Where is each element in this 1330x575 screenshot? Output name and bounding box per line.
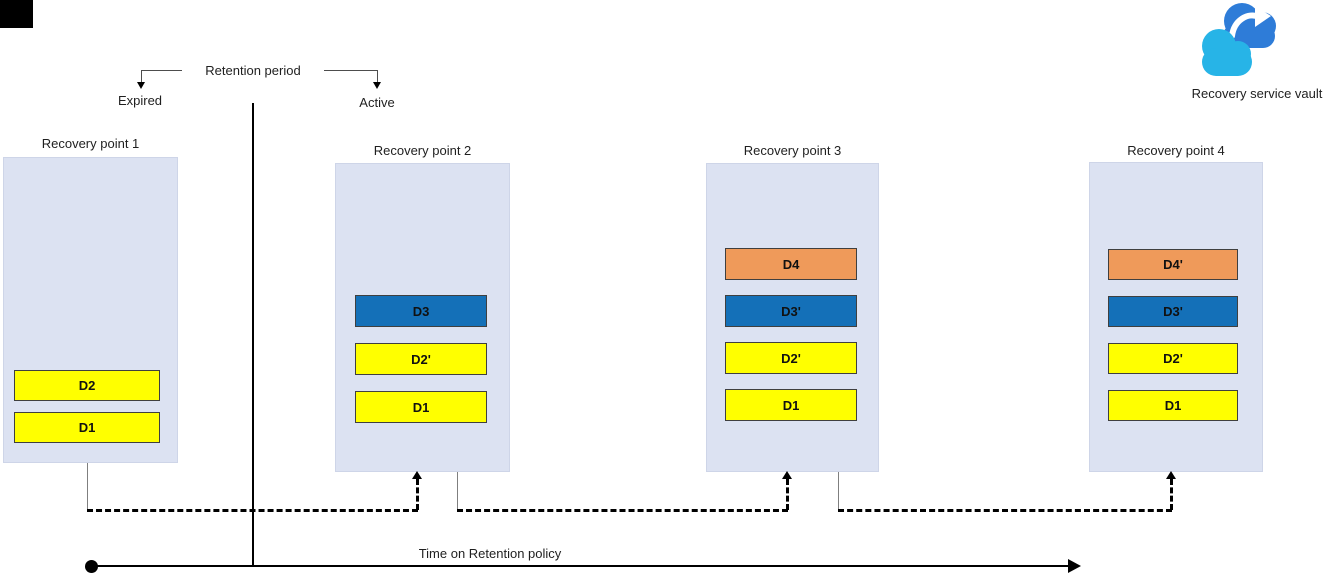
arrow-up-icon <box>782 471 792 479</box>
connector-rp2-to-rp3 <box>457 509 788 512</box>
recovery-point-1-label: Recovery point 1 <box>41 136 140 151</box>
recovery-point-3-bars: D4 D3' D2' D1 <box>725 248 857 421</box>
connector-arrow-line-rp3 <box>786 479 789 510</box>
timeline-label: Time on Retention policy <box>418 546 562 561</box>
rp1-bar-d2: D2 <box>14 370 160 401</box>
connector-rp1-to-rp2 <box>87 509 418 512</box>
arrow-right-icon <box>1068 559 1081 573</box>
arrow-up-icon <box>412 471 422 479</box>
connector-drop-line-rp2 <box>457 472 458 510</box>
recovery-point-1-box: D2 D1 <box>3 157 178 463</box>
rp3-bar-d2-prime: D2' <box>725 342 857 374</box>
connector-rp3-to-rp4 <box>838 509 1172 512</box>
recovery-point-3-label: Recovery point 3 <box>743 143 842 158</box>
expired-label: Expired <box>117 93 163 108</box>
rp2-bar-d2-prime: D2' <box>355 343 487 375</box>
rp1-bar-d1: D1 <box>14 412 160 443</box>
rp4-bar-d3-prime: D3' <box>1108 296 1238 327</box>
bracket-right-line <box>377 70 378 83</box>
arrow-up-icon <box>1166 471 1176 479</box>
timeline-origin-dot <box>85 560 98 573</box>
recovery-point-4-box: D4' D3' D2' D1 <box>1089 162 1263 472</box>
recovery-point-2-box: D3 D2' D1 <box>335 163 510 472</box>
connector-arrow-line-rp4 <box>1170 479 1173 510</box>
connector-drop-line-rp3 <box>838 472 839 510</box>
rp4-bar-d1: D1 <box>1108 390 1238 421</box>
bracket-left-line <box>141 70 142 83</box>
rp3-bar-d1: D1 <box>725 389 857 421</box>
rp3-bar-d4: D4 <box>725 248 857 280</box>
recovery-service-vault-label: Recovery service vault <box>1191 86 1323 101</box>
recovery-point-3-box: D4 D3' D2' D1 <box>706 163 879 472</box>
connector-drop-line-rp1 <box>87 463 88 510</box>
rp4-bar-d2-prime: D2' <box>1108 343 1238 374</box>
rp2-bar-d1: D1 <box>355 391 487 423</box>
arrow-down-icon <box>373 82 381 89</box>
retention-period-label: Retention period <box>182 63 324 79</box>
recovery-point-4-bars: D4' D3' D2' D1 <box>1108 249 1238 421</box>
rp4-bar-d4-prime: D4' <box>1108 249 1238 280</box>
active-label: Active <box>359 95 395 110</box>
recovery-point-2-label: Recovery point 2 <box>373 143 472 158</box>
cloud-backup-icon <box>1202 3 1276 76</box>
recovery-service-vault-icon <box>1192 0 1324 84</box>
rp3-bar-d3-prime: D3' <box>725 295 857 327</box>
recovery-point-2-bars: D3 D2' D1 <box>355 295 487 423</box>
expired-active-divider-line <box>252 103 254 567</box>
corner-mark <box>0 0 33 28</box>
arrow-down-icon <box>137 82 145 89</box>
recovery-point-1-bars: D2 D1 <box>14 370 160 443</box>
connector-arrow-line-rp2 <box>416 479 419 510</box>
recovery-point-4-label: Recovery point 4 <box>1127 143 1225 158</box>
rp2-bar-d3: D3 <box>355 295 487 327</box>
timeline-axis <box>91 565 1071 567</box>
